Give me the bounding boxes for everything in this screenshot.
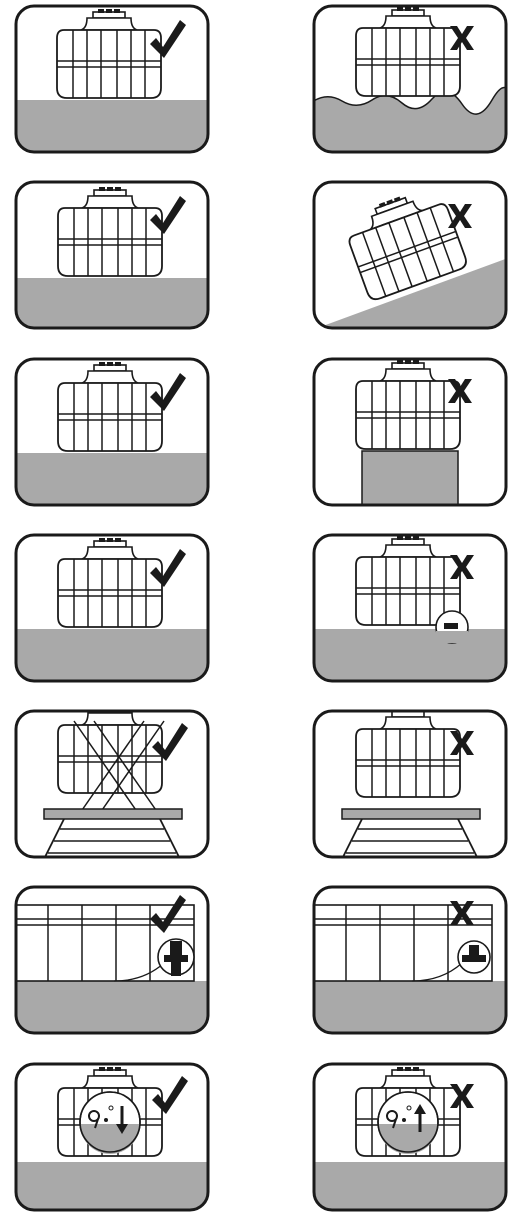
- panel-level-ground: [14, 180, 210, 330]
- panel-valve-incorrect: [312, 885, 508, 1035]
- panel-sloped-ground: [312, 180, 508, 330]
- panel-narrow-base: [312, 357, 508, 507]
- panel-valve-correct: [14, 885, 210, 1035]
- panel-tank-on-pallet: [312, 709, 508, 859]
- panel-full-base: [14, 357, 210, 507]
- cross-icon: [448, 204, 472, 228]
- panel-temperature-up: [312, 1062, 508, 1212]
- panel-flat-ground: [14, 4, 210, 154]
- panel-clean-ground: [14, 533, 210, 683]
- panel-object-under-tank: [312, 533, 508, 683]
- panel-uneven-ground: [312, 4, 508, 154]
- panel-crossed-tank-on-pallet: [14, 709, 210, 859]
- panel-temperature-down: [14, 1062, 210, 1212]
